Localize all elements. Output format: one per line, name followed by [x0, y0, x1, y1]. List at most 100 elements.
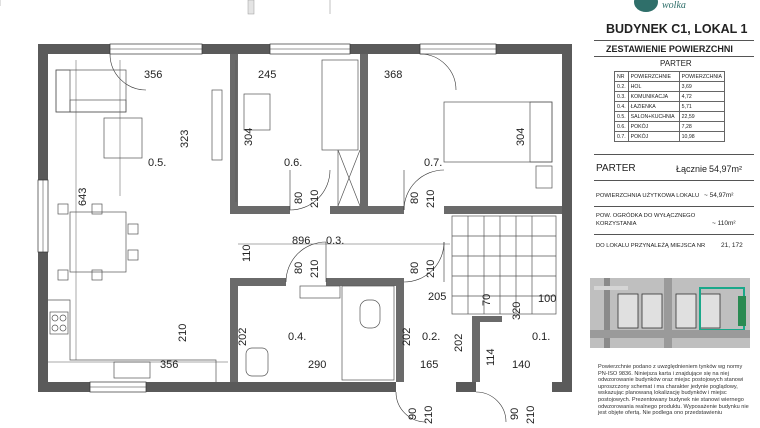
table-header-name: POWIERZCHNIE	[627, 71, 680, 82]
room-label-room7: 0.7.	[424, 157, 442, 169]
dim-202-b: 202	[401, 328, 413, 346]
room-label-stair: 0.1.	[532, 331, 550, 343]
dim-80-a: 80	[293, 192, 305, 204]
dim-70: 70	[481, 294, 493, 306]
logo-text: wolka	[662, 0, 686, 11]
room-label-room6: 0.6.	[284, 157, 302, 169]
dim-80-b: 80	[409, 192, 421, 204]
room-nr: 0.4.	[614, 101, 629, 112]
logo-mark-icon	[634, 0, 658, 12]
room-label-salon: 0.5.	[148, 157, 166, 169]
dim-80-c: 80	[293, 262, 305, 274]
garden-label-line1: POW. OGRÓDKA DO WYŁĄCZNEGO	[596, 213, 696, 219]
room-label-hall: 0.2.	[422, 331, 440, 343]
column-top	[247, 0, 255, 15]
site-map	[590, 278, 750, 348]
divider	[594, 180, 754, 181]
room-label-corridor: 0.3.	[326, 235, 344, 247]
usable-area-value: ~ 54,97m²	[704, 192, 734, 199]
dim-210-kitchen: 210	[177, 324, 189, 342]
dim-210-c: 210	[309, 260, 321, 278]
dim-320: 320	[511, 302, 523, 320]
dim-210-a: 210	[309, 190, 321, 208]
divider	[594, 154, 754, 155]
dim-323: 323	[179, 130, 191, 148]
dim-356-bottom: 356	[160, 359, 178, 371]
dim-140: 140	[512, 359, 530, 371]
divider	[594, 56, 754, 57]
dimension-lines	[48, 60, 450, 363]
usable-area-label: POWIERZCHNIA UŻYTKOWA LOKALU	[596, 193, 700, 199]
dim-210-d: 210	[425, 260, 437, 278]
total-label: Łącznie	[676, 164, 708, 174]
interior-walls	[230, 54, 562, 382]
room-area: 5,71	[678, 101, 726, 112]
dim-290: 290	[308, 359, 326, 371]
logo: wolka	[634, 0, 686, 12]
total-floor: PARTER	[596, 163, 636, 174]
room-name: ŁAZIENKA	[627, 101, 680, 112]
dim-245: 245	[258, 69, 276, 81]
dim-90-b: 90	[509, 408, 521, 420]
room-name: POKÓJ	[627, 131, 680, 142]
divider	[594, 206, 754, 207]
dim-114: 114	[485, 348, 497, 366]
dim-80-d: 80	[409, 262, 421, 274]
dim-896: 896	[292, 235, 310, 247]
total-value: 54,97m²	[709, 164, 743, 174]
dim-202-c: 202	[453, 334, 465, 352]
dim-202-a: 202	[237, 328, 249, 346]
dim-165: 165	[420, 359, 438, 371]
dim-304-left: 304	[243, 128, 255, 146]
dim-100: 100	[538, 293, 556, 305]
room-nr: 0.5.	[614, 111, 629, 122]
room-area: 3,69	[678, 81, 726, 92]
room-nr: 0.2.	[614, 81, 629, 92]
room-area: 22,59	[678, 111, 726, 122]
door-swings	[109, 53, 507, 423]
parking-value: 21, 172	[721, 242, 743, 249]
room-nr: 0.3.	[614, 91, 629, 102]
info-panel: wolka BUDYNEK C1, LOKAL 1 ZESTAWIENIE PO…	[590, 0, 760, 428]
floor-plan: 0.5. 0.6. 0.7. 0.3. 0.4. 0.2. 0.1. 356 2…	[0, 0, 572, 424]
divider	[594, 40, 754, 41]
room-area: 4,72	[678, 91, 726, 102]
room-area: 7,28	[678, 121, 726, 132]
dim-110: 110	[241, 244, 253, 262]
table-floor: PARTER	[660, 59, 692, 68]
dim-210-b: 210	[425, 190, 437, 208]
parking-label: DO LOKALU PRZYNALEŻĄ MIEJSCA NR	[596, 243, 706, 249]
room-name: KOMUNIKACJA	[627, 91, 680, 102]
table-header-row: NR POWIERZCHNIE POWIERZCHNIA	[614, 71, 726, 82]
furniture	[48, 59, 557, 382]
dim-356-top: 356	[144, 69, 162, 81]
dim-643: 643	[77, 188, 89, 206]
room-nr: 0.6.	[614, 121, 629, 132]
table-header-nr: NR	[614, 71, 629, 82]
dim-304-right: 304	[515, 128, 527, 146]
room-name: HOL	[627, 81, 680, 92]
dim-368: 368	[384, 69, 402, 81]
room-nr: 0.7.	[614, 131, 629, 142]
room-name: SALON+KUCHNIA	[627, 111, 680, 122]
disclaimer-note: Powierzchnie podano z uwzględnieniem tyn…	[598, 364, 749, 417]
room-label-bath: 0.4.	[288, 331, 306, 343]
dim-210-e: 210	[423, 406, 435, 424]
divider	[594, 234, 754, 235]
garden-value: ~ 110m²	[712, 220, 736, 227]
dim-90-a: 90	[407, 408, 419, 420]
room-name: POKÓJ	[627, 121, 680, 132]
garden-label-line2: KORZYSTANIA	[596, 221, 637, 227]
panel-title: BUDYNEK C1, LOKAL 1	[606, 22, 748, 36]
room-area: 10,98	[678, 131, 726, 142]
panel-subtitle: ZESTAWIENIE POWIERZCHNI	[606, 44, 733, 54]
dim-210-f: 210	[525, 406, 537, 424]
dim-205: 205	[428, 291, 446, 303]
